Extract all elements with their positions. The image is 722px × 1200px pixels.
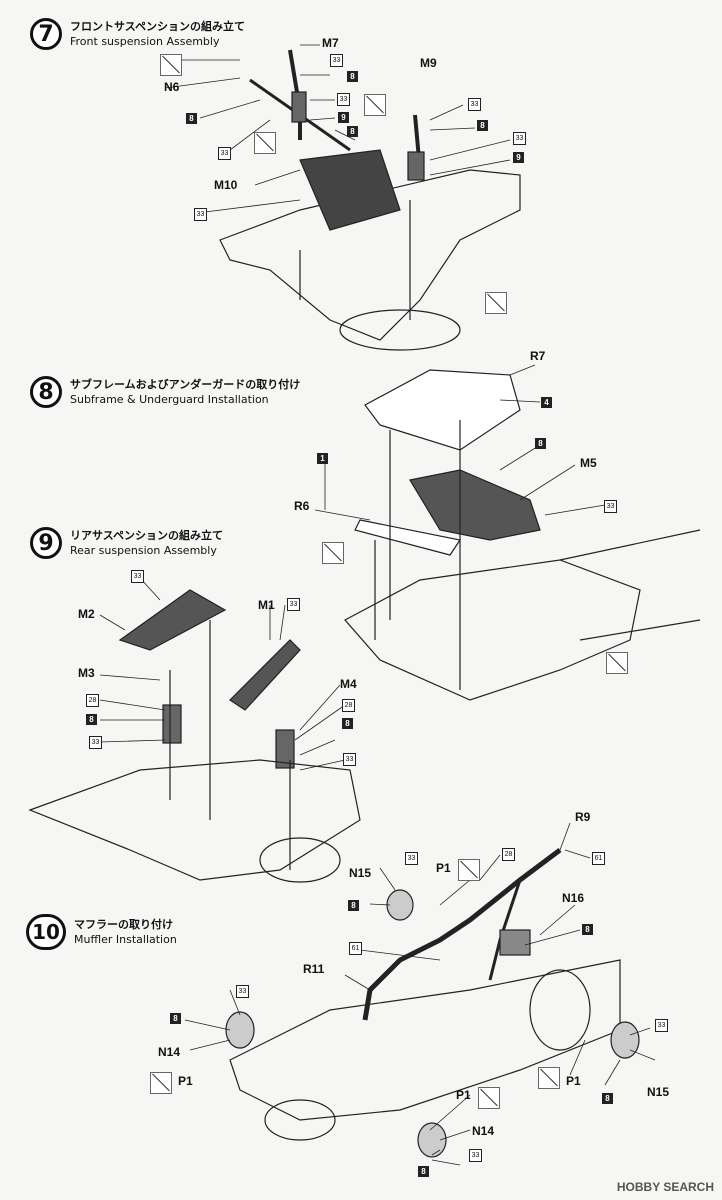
step-8-header: 8 サブフレームおよびアンダーガードの取り付け Subframe & Under… (30, 376, 300, 408)
step-7-header: 7 フロントサスペンションの組み立て Front suspension Asse… (30, 18, 245, 50)
step-8-number: 8 (30, 376, 62, 408)
no-glue-icon (458, 859, 480, 881)
tag-33: 33 (287, 598, 300, 611)
no-glue-icon (160, 54, 182, 76)
tag-61: 61 (349, 942, 362, 955)
part-label-m7: M7 (322, 36, 339, 50)
part-label-p1-lower: P1 (456, 1088, 471, 1102)
step-7-number: 7 (30, 18, 62, 50)
tag-33: 33 (513, 132, 526, 145)
part-label-m1: M1 (258, 598, 275, 612)
part-label-n15-lower: N15 (647, 1085, 670, 1099)
tag-28: 28 (86, 694, 99, 707)
tag-33: 33 (194, 208, 207, 221)
part-label-n14-lower: N14 (472, 1124, 495, 1138)
part-label-p1-upper: P1 (436, 861, 451, 875)
tag-33: 33 (330, 54, 343, 67)
step-9-title-jp: リアサスペンションの組み立て (70, 529, 224, 542)
watermark-logo: HOBBY SEARCH (616, 1180, 714, 1194)
tag-8: 8 (602, 1093, 613, 1104)
tag-8: 8 (347, 126, 358, 137)
step-9-number: 9 (30, 527, 62, 559)
part-label-p1-left: P1 (178, 1074, 193, 1088)
part-label-n14-left: N14 (158, 1045, 181, 1059)
no-glue-icon (150, 1072, 172, 1094)
part-label-m5: M5 (580, 456, 597, 470)
no-glue-icon (322, 542, 344, 564)
tag-8: 8 (86, 714, 97, 725)
step-8-title-en: Subframe & Underguard Installation (70, 393, 269, 406)
step-10-header: 10 マフラーの取り付け Muffler Installation (26, 914, 177, 950)
tag-33: 33 (337, 93, 350, 106)
part-label-r7: R7 (530, 349, 546, 363)
part-label-m10: M10 (214, 178, 238, 192)
step-9-title-en: Rear suspension Assembly (70, 544, 217, 557)
tag-4: 4 (541, 397, 552, 408)
part-label-r9: R9 (575, 810, 591, 824)
tag-8: 8 (535, 438, 546, 449)
part-label-r6: R6 (294, 499, 310, 513)
tag-8: 8 (582, 924, 593, 935)
tag-28: 28 (502, 848, 515, 861)
tag-33: 33 (131, 570, 144, 583)
step-10-number: 10 (26, 914, 66, 950)
tag-33: 33 (89, 736, 102, 749)
part-label-m3: M3 (78, 666, 95, 680)
tag-9: 9 (338, 112, 349, 123)
step-8-title-jp: サブフレームおよびアンダーガードの取り付け (70, 378, 301, 391)
tag-28: 28 (342, 699, 355, 712)
tag-8: 8 (170, 1013, 181, 1024)
tag-33: 33 (604, 500, 617, 513)
part-label-r11: R11 (303, 962, 325, 976)
tag-8: 8 (186, 113, 197, 124)
tag-8: 8 (418, 1166, 429, 1177)
step-10-title-jp: マフラーの取り付け (74, 918, 173, 931)
tag-1: 1 (317, 453, 328, 464)
part-label-n6: N6 (164, 80, 180, 94)
no-glue-icon (254, 132, 276, 154)
tag-33: 33 (468, 98, 481, 111)
tag-33: 33 (343, 753, 356, 766)
no-glue-icon (538, 1067, 560, 1089)
step-7-title-jp: フロントサスペンションの組み立て (70, 20, 246, 33)
part-label-m2: M2 (78, 607, 95, 621)
step-9-header: 9 リアサスペンションの組み立て Rear suspension Assembl… (30, 527, 223, 559)
part-label-m4: M4 (340, 677, 357, 691)
tag-33: 33 (469, 1149, 482, 1162)
tag-33: 33 (218, 147, 231, 160)
step-10-title-en: Muffler Installation (74, 933, 177, 946)
tag-33: 33 (236, 985, 249, 998)
no-glue-icon (364, 94, 386, 116)
tag-33: 33 (405, 852, 418, 865)
no-glue-icon (606, 652, 628, 674)
no-glue-icon (478, 1087, 500, 1109)
step-7-title-en: Front suspension Assembly (70, 35, 220, 48)
tag-8: 8 (347, 71, 358, 82)
no-glue-icon (485, 292, 507, 314)
tag-8: 8 (348, 900, 359, 911)
part-label-m9: M9 (420, 56, 437, 70)
tag-33: 33 (655, 1019, 668, 1032)
tag-9: 9 (513, 152, 524, 163)
part-label-n15-upper: N15 (349, 866, 372, 880)
tag-8: 8 (477, 120, 488, 131)
tag-61: 61 (592, 852, 605, 865)
part-label-p1-right: P1 (566, 1074, 581, 1088)
part-label-n16: N16 (562, 891, 585, 905)
tag-8: 8 (342, 718, 353, 729)
